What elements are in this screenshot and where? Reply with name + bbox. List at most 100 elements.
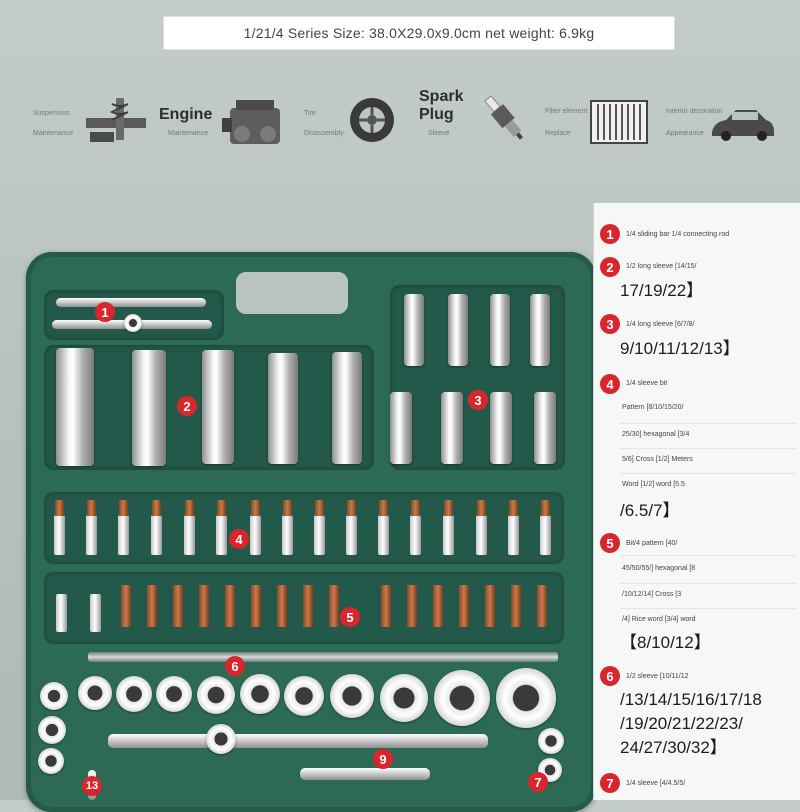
bit-tip	[55, 500, 64, 516]
sleeve-bit	[508, 515, 519, 555]
use-disassembly-label: Disassembly	[304, 130, 344, 137]
bit	[199, 585, 209, 627]
use-tire-label: Tire	[304, 110, 316, 117]
spec-item4-line: Word [1/2] word [5.5	[622, 481, 685, 488]
spec-badge-2: 2	[600, 257, 620, 277]
socket	[240, 674, 280, 714]
bit-tip	[477, 500, 486, 516]
socket	[197, 676, 235, 714]
bit	[277, 585, 287, 627]
spec-item1-text: 1/4 sliding bar 1/4 connecting rod	[626, 231, 730, 238]
spark-plug-icon	[484, 95, 523, 140]
spec-item6-sizes-line: /13/14/15/16/17/18	[620, 690, 762, 709]
callout-badge: 5	[340, 607, 360, 627]
sleeve-bit	[410, 515, 421, 555]
spec-badge-4: 4	[600, 374, 620, 394]
long-sleeve	[268, 353, 298, 464]
long-sleeve	[202, 350, 234, 464]
socket	[38, 716, 66, 744]
socket	[40, 682, 68, 710]
socket	[330, 674, 374, 718]
bit-tip	[541, 500, 550, 516]
spec-divider	[620, 608, 796, 609]
bit	[511, 585, 521, 627]
case-hinge	[88, 652, 558, 662]
spec-item4-sizes: /6.5/7】	[620, 501, 680, 520]
sleeve-bit	[250, 515, 261, 555]
sleeve-bit	[314, 515, 325, 555]
sleeve-bit	[346, 515, 357, 555]
spec-item5-sizes: 【8/10/12】	[620, 633, 711, 652]
tire-icon	[350, 98, 394, 142]
callout-badge: 3	[468, 390, 488, 410]
bit	[407, 585, 417, 627]
spec-badge-1: 1	[600, 224, 620, 244]
spec-item5-line: Bit/4 pattern [40/	[626, 540, 678, 547]
use-engine-label: Engine	[159, 106, 213, 123]
socket	[380, 674, 428, 722]
bit-tip	[119, 500, 128, 516]
use-suspension-label: Suspension	[33, 110, 70, 117]
socket	[496, 668, 556, 728]
small-long-sleeve	[534, 392, 556, 464]
bit-tip	[185, 500, 194, 516]
sliding-bar	[56, 298, 206, 307]
spec-item4-line: 25/30] hexagonal [3/4	[622, 431, 690, 438]
bit-holder	[90, 594, 101, 632]
engine-icon	[222, 100, 280, 144]
small-long-sleeve	[490, 294, 510, 366]
bit	[459, 585, 469, 627]
long-sleeve	[56, 348, 94, 466]
small-long-sleeve	[448, 294, 468, 366]
sleeve-bit	[86, 515, 97, 555]
callout-badge: 1	[95, 302, 115, 322]
use-suspension-maintenance-label: Maintenance	[33, 130, 74, 137]
spec-item3-text: 1/4 long sleeve [6/7/8/	[626, 321, 695, 328]
socket	[156, 676, 192, 712]
use-sleeve-label: Sleeve	[428, 130, 450, 137]
spec-item4-line: 1/4 sleeve bit	[626, 380, 668, 387]
spec-banner: 1/21/4 Series Size: 38.0X29.0x9.0cm net …	[163, 16, 675, 50]
small-long-sleeve	[441, 392, 463, 464]
spec-item4-line: 5/6] Cross [1/2] Meters	[622, 456, 693, 463]
spec-badge-7: 7	[600, 773, 620, 793]
use-appearance-label: Appearance	[666, 130, 704, 137]
sleeve-bit	[282, 515, 293, 555]
small-long-sleeve	[490, 392, 512, 464]
bit-tip	[217, 500, 226, 516]
sleeve-bit	[378, 515, 389, 555]
use-engine-maintenance-label: Maintenance	[168, 130, 209, 137]
extension-bar	[300, 768, 430, 780]
rod-knob	[124, 314, 142, 332]
spec-divider	[620, 555, 796, 556]
bit	[303, 585, 313, 627]
sleeve-bit	[443, 515, 454, 555]
spec-panel: 1 1/4 sliding bar 1/4 connecting rod 2 1…	[593, 203, 800, 800]
callout-badge: 13	[82, 776, 102, 796]
bit	[173, 585, 183, 627]
spec-badge-5: 5	[600, 533, 620, 553]
bit-tip	[87, 500, 96, 516]
car-icon	[712, 110, 774, 141]
sleeve-bit	[118, 515, 129, 555]
use-interior-decoration-label: Interior decoration	[666, 108, 723, 115]
socket	[78, 676, 112, 710]
spec-item5-line: /10/12/14] Cross [3	[622, 591, 682, 598]
bit-tip	[347, 500, 356, 516]
socket	[284, 676, 324, 716]
spec-divider	[620, 448, 796, 449]
bit	[147, 585, 157, 627]
small-long-sleeve	[530, 294, 550, 366]
ratchet-head	[206, 724, 236, 754]
spec-item3-sizes: 9/10/11/12/13】	[620, 339, 740, 358]
bit	[121, 585, 131, 627]
bit-holder	[56, 594, 67, 632]
spec-divider	[620, 423, 796, 424]
bit	[381, 585, 391, 627]
bit-tip	[509, 500, 518, 516]
sleeve-bit	[151, 515, 162, 555]
spec-item4-line: Pattern [8/10/15/20/	[622, 404, 684, 411]
spec-item2-text: 1/2 long sleeve [14/15/	[626, 263, 697, 270]
bit	[329, 585, 339, 627]
spec-item7-text: 1/4 sleeve [4/4.5/5/	[626, 780, 686, 787]
